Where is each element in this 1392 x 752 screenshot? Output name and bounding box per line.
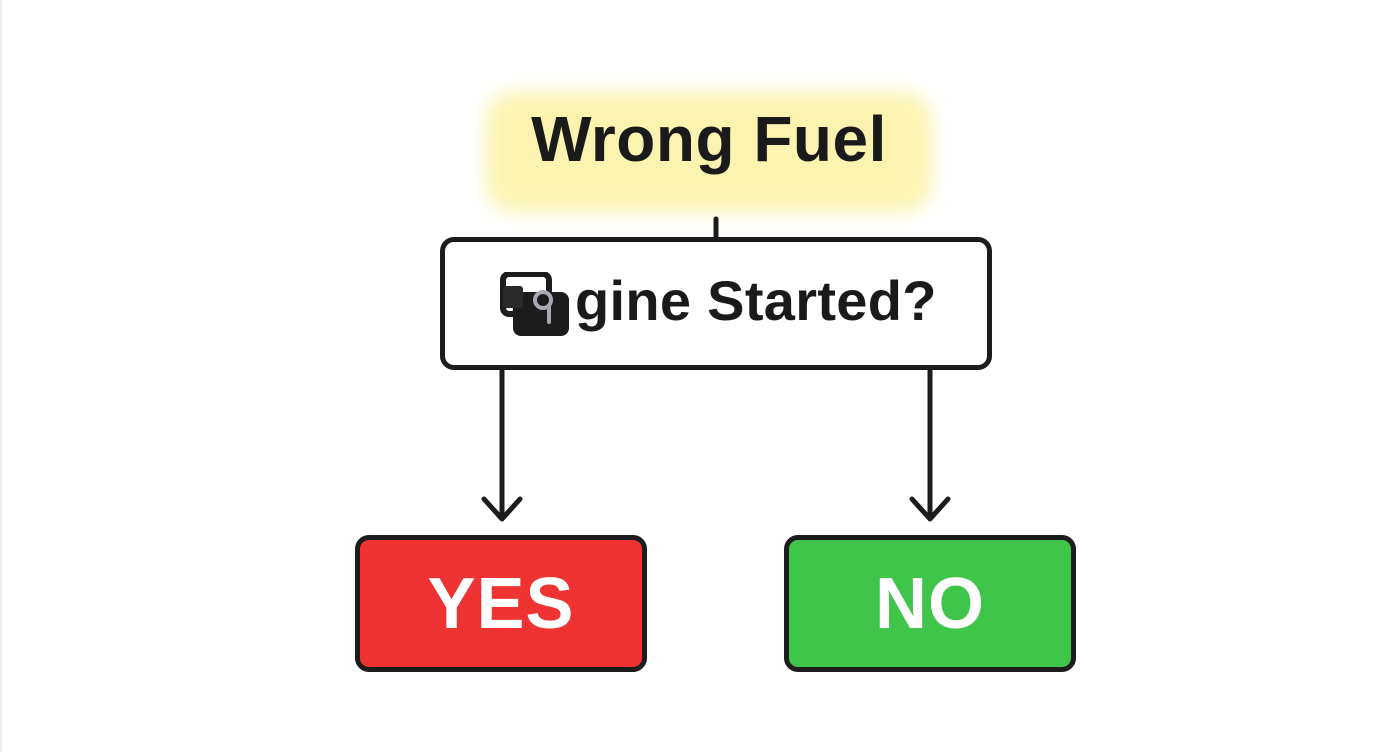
- question-node: gine Started?: [440, 237, 992, 370]
- title-text: Wrong Fuel: [531, 103, 887, 175]
- yes-label: YES: [427, 563, 575, 644]
- overlapping-squares-glitch-icon: [500, 272, 569, 336]
- no-answer-node: NO: [784, 535, 1076, 672]
- yes-answer-node: YES: [355, 535, 647, 672]
- no-label: NO: [875, 563, 985, 644]
- page-left-edge: [0, 0, 2, 752]
- question-text: gine Started?: [575, 269, 937, 332]
- flowchart-title: Wrong Fuel: [478, 82, 940, 218]
- title-highlight: [486, 92, 932, 212]
- arrowhead-yes-icon: [481, 496, 523, 522]
- arrowhead-no-icon: [909, 496, 951, 522]
